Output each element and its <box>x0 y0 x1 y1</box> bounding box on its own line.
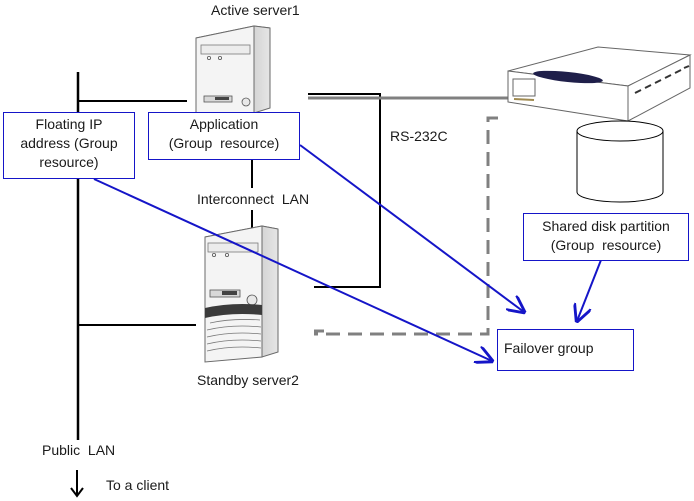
failover-group-box: Failover group <box>497 329 634 371</box>
arrow-floating-ip-to-failover <box>93 178 492 361</box>
shared-disk-line-2: (Group resource) <box>550 237 662 253</box>
application-line-1: Application <box>189 116 259 132</box>
shared-disk-line-1: Shared disk partition <box>542 218 670 234</box>
application-line-2: (Group resource) <box>168 135 280 151</box>
rs232c-label: RS-232C <box>390 128 448 144</box>
disk-array-icon <box>507 46 692 122</box>
failover-group-label: Failover group <box>504 340 594 356</box>
arrow-shared-disk-to-failover <box>577 259 602 321</box>
standby-server-label: Standby server2 <box>197 372 299 388</box>
failover-boundary <box>314 116 498 336</box>
floating-ip-line-2: address (Group <box>20 135 118 151</box>
shared-disk-resource-box: Shared disk partition (Group resource) <box>523 213 689 261</box>
client-label: To a client <box>106 477 170 493</box>
floating-ip-line-3: resource) <box>39 154 99 170</box>
arrow-application-to-failover <box>299 144 524 312</box>
application-resource-box: Application (Group resource) <box>148 112 300 160</box>
public-lan-label: Public LAN <box>42 442 116 458</box>
floating-ip-line-1: Floating IP <box>35 116 103 132</box>
active-server-icon <box>195 25 271 118</box>
client-arrow-icon <box>70 470 84 498</box>
cylinder-disk-icon <box>576 120 664 203</box>
active-server-label: Active server1 <box>211 2 300 18</box>
floating-ip-resource-box: Floating IP address (Group resource) <box>3 112 135 179</box>
interconnect-lan-label: Interconnect LAN <box>197 190 310 208</box>
rs232c-line <box>308 93 381 288</box>
